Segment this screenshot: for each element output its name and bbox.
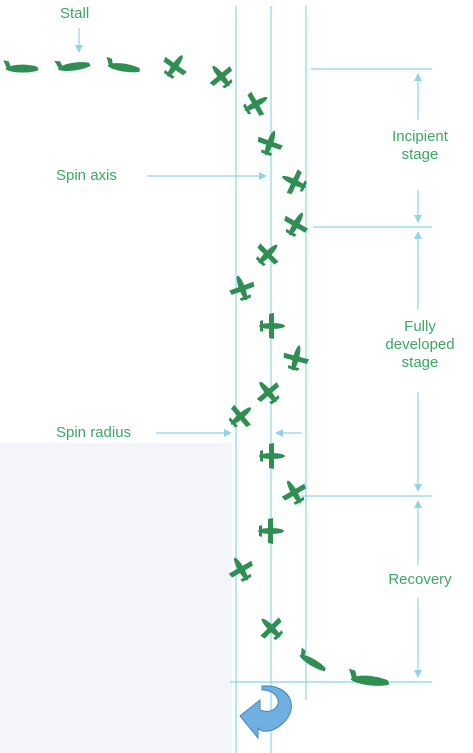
spin-radius-label: Spin radius (56, 424, 132, 441)
aircraft-icon (259, 443, 285, 469)
stall-label: Stall (60, 5, 90, 22)
aircraft-icon (156, 47, 194, 85)
aircraft-icon (280, 342, 312, 374)
fully-developed-stage-label: Fully developed stage (385, 318, 455, 371)
aircraft-icon (54, 56, 91, 74)
aircraft-icon (258, 518, 284, 544)
background-panel (0, 443, 232, 753)
incipient-stage-label: Incipient stage (392, 128, 448, 163)
aircraft-icon (249, 373, 287, 411)
pointer-arrows (75, 28, 302, 437)
aircraft-icon (3, 60, 39, 73)
aircraft-sequence (3, 47, 391, 688)
aircraft-icon (238, 86, 274, 122)
aircraft-icon (253, 126, 287, 160)
curved-rotation-arrow-icon (239, 685, 292, 740)
aircraft-icon (249, 235, 287, 273)
aircraft-icon (259, 313, 285, 339)
spin-axis-label: Spin axis (56, 167, 117, 184)
guide-lines (230, 6, 432, 753)
recovery-label: Recovery (388, 571, 452, 588)
aircraft-icon (225, 271, 259, 305)
aircraft-icon (278, 206, 314, 242)
aircraft-icon (222, 397, 260, 435)
aircraft-icon (296, 647, 330, 674)
aircraft-icon (104, 56, 142, 74)
aircraft-icon (202, 57, 240, 95)
stage-brackets (300, 68, 432, 678)
aircraft-icon (223, 551, 259, 587)
aircraft-icon (347, 668, 391, 688)
